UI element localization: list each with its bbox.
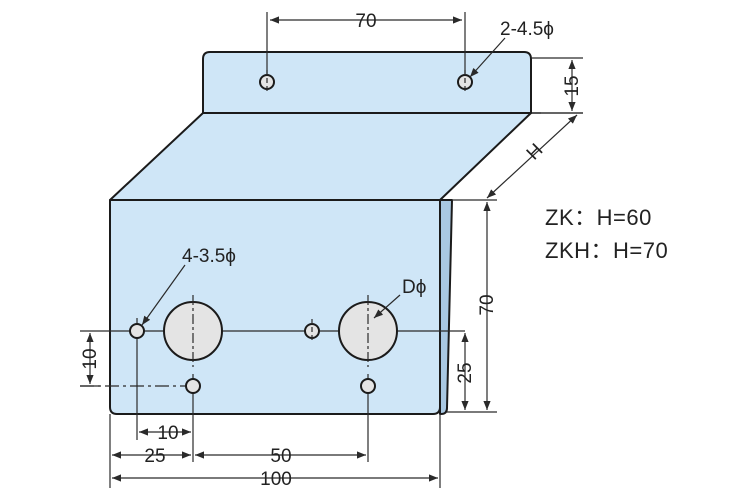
leader-D: [373, 294, 401, 319]
dim-text-2-4.5: 2-4.5ϕ: [500, 19, 554, 40]
small-hole-bottom-3: [185, 378, 201, 394]
dim-text-10-horizontal: 10: [157, 423, 178, 444]
leader-4-3.5: [141, 264, 186, 326]
dim-text-100: 100: [260, 469, 292, 490]
dim-text-70-right: 70: [477, 294, 498, 315]
dim-text-50: 50: [270, 446, 291, 467]
note-zk: ZK：H=60: [545, 205, 652, 230]
dim-text-D: Dϕ: [402, 277, 426, 298]
small-hole-bottom-1: [129, 323, 145, 339]
note-zkh: ZKH：H=70: [545, 238, 669, 263]
dimension-lines: [86, 16, 578, 482]
hole-centermarks: [192, 70, 466, 367]
dim-text-H: H: [523, 140, 548, 165]
front-plate: [109, 199, 441, 415]
dim-text-4-3.5: 4-3.5ϕ: [182, 246, 236, 267]
dimension-texts: 70 2-4.5ϕ 15 H 70 25 4-3.5ϕ Dϕ 10 10 25 …: [80, 11, 583, 490]
leader-2-4.5: [469, 37, 506, 78]
slanted-face: [109, 112, 532, 201]
dim-text-25-bottom: 25: [144, 446, 165, 467]
plate-thickness-side: [439, 199, 453, 415]
dim-text-10-vertical: 10: [80, 348, 101, 369]
dim-text-top-70: 70: [355, 11, 376, 32]
dim-text-25-right: 25: [455, 362, 476, 383]
dim-line-H: [486, 114, 578, 199]
top-flange: [202, 51, 532, 114]
dim-text-15: 15: [562, 75, 583, 96]
bracket-body: [109, 51, 541, 415]
small-hole-bottom-4: [360, 378, 376, 394]
